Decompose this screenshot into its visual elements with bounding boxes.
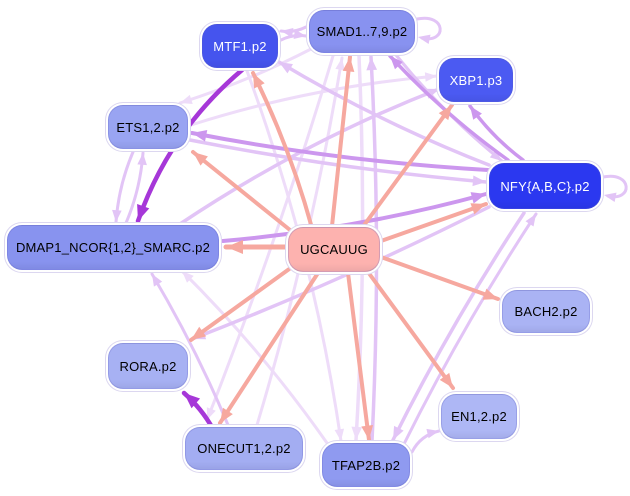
edge-ugcauug-to-onecut-arrowhead	[220, 407, 233, 423]
edge-ugcauug-to-onecut	[218, 271, 320, 425]
node-ugcauug[interactable]: UGCAUUG	[288, 226, 380, 272]
edge-ugcauug-to-mtf1	[251, 71, 314, 230]
edge-smad-to-ets	[178, 47, 313, 105]
edge-onecut-to-smad-arrowhead	[335, 58, 345, 71]
edge-smad-to-tfap2b-arrowhead	[351, 426, 363, 440]
node-ets[interactable]: ETS1,2.p2	[108, 105, 188, 149]
edge-tfap2b-to-nfy-arrowhead	[525, 214, 536, 227]
node-en[interactable]: EN1,2.p2	[441, 393, 517, 439]
node-label: TFAP2B.p2	[331, 457, 401, 473]
edge-smad-to-mtf1-arrowhead	[281, 27, 294, 38]
edge-dmap1-to-xbp1	[178, 87, 441, 226]
node-label: RORA.p2	[119, 358, 177, 374]
edge-dmap1-to-ets-arrowhead	[137, 153, 147, 166]
node-label: MTF1.p2	[213, 38, 267, 54]
edge-tfap2b-to-en-arrowhead	[426, 428, 439, 439]
edge-onecut-to-rora-arrowhead	[184, 393, 201, 409]
edge-nfy-to-tfap2b-arrowhead	[393, 425, 404, 440]
edge-ugcauug-to-bach2	[379, 255, 500, 301]
edge-tfap2b-to-en	[410, 429, 441, 454]
edge-ugcauug-to-xbp1	[360, 103, 454, 230]
edge-tfap2b-to-nfy	[402, 212, 538, 446]
edge-ugcauug-to-en	[366, 270, 455, 390]
edge-nfy-to-smad-arrowhead	[390, 56, 403, 70]
edge-smad-to-ets-arrowhead	[180, 94, 193, 105]
edge-ets-to-nfy-arrowhead	[472, 175, 486, 187]
node-label: DMAP1_NCOR{1,2}_SMARC.p2	[15, 239, 211, 255]
edge-mtf1-to-tfap2b-arrowhead	[334, 428, 345, 441]
edge-smad-to-onecut-arrowhead	[206, 407, 216, 420]
node-tfap2b[interactable]: TFAP2B.p2	[322, 443, 410, 487]
node-rora[interactable]: RORA.p2	[108, 343, 188, 389]
edge-ugcauug-to-bach2-arrowhead	[482, 288, 498, 300]
edge-ets-to-xbp1-arrowhead	[424, 72, 437, 82]
edge-ugcauug-to-en-arrowhead	[439, 372, 453, 388]
edge-nfy-to-ets-arrowhead	[192, 129, 208, 142]
self-loop-nfy-arrowhead	[604, 192, 617, 203]
edge-ugcauug-to-tfap2b-arrowhead	[361, 424, 374, 440]
edge-nfy-to-xbp1-arrowhead	[470, 106, 482, 120]
node-label: NFY{A,B,C}.p2	[500, 178, 590, 194]
edge-nfy-to-tfap2b	[391, 211, 526, 442]
node-label: ONECUT1,2.p2	[197, 440, 291, 456]
edge-ugcauug-to-tfap2b	[346, 271, 371, 442]
edge-onecut-to-dmap1	[150, 272, 230, 427]
self-loop-smad-arrowhead	[418, 34, 431, 45]
edge-dmap1-to-nfy-arrowhead	[470, 192, 486, 204]
edge-mtf1-to-dmap1-arrowhead	[137, 204, 150, 221]
edge-tfap2b-to-smad-arrowhead	[366, 57, 378, 71]
edge-onecut-to-dmap1-arrowhead	[152, 274, 163, 287]
node-label: BACH2.p2	[514, 303, 578, 319]
edge-ugcauug-to-dmap1-arrowhead	[226, 240, 243, 254]
edge-ugcauug-to-mtf1-arrowhead	[253, 73, 265, 89]
edge-ugcauug-to-rora-arrowhead	[191, 326, 207, 340]
edge-ugcauug-to-ets	[191, 150, 292, 232]
node-mtf1[interactable]: MTF1.p2	[202, 24, 278, 68]
edge-ugcauug-to-xbp1-arrowhead	[438, 105, 452, 121]
edge-nfy-to-rora	[190, 205, 491, 341]
node-xbp1[interactable]: XBP1.p3	[439, 58, 513, 102]
edge-tfap2b-to-dmap1	[180, 269, 329, 445]
node-label: UGCAUUG	[300, 241, 368, 257]
edge-dmap1-to-nfy	[221, 192, 488, 243]
edge-ets-to-dmap1-arrowhead	[112, 209, 122, 222]
node-smad[interactable]: SMAD1..7,9.p2	[309, 9, 415, 53]
edge-smad-to-nfy-arrowhead	[489, 149, 502, 161]
node-nfy[interactable]: NFY{A,B,C}.p2	[489, 163, 601, 209]
edge-smad-to-onecut	[205, 54, 335, 422]
edge-tfap2b-to-dmap1-arrowhead	[182, 271, 194, 283]
node-bach2[interactable]: BACH2.p2	[502, 289, 590, 333]
edge-ugcauug-to-nfy-arrowhead	[470, 203, 486, 215]
edge-nfy-to-mtf1	[277, 60, 491, 167]
edge-nfy-to-mtf1-arrowhead	[279, 62, 293, 74]
node-label: XBP1.p3	[449, 72, 503, 88]
edge-ugcauug-to-ets-arrowhead	[193, 152, 208, 166]
node-label: ETS1,2.p2	[116, 119, 180, 135]
edge-ugcauug-to-smad	[330, 55, 352, 228]
edge-ets-to-xbp1	[189, 74, 439, 127]
node-label: SMAD1..7,9.p2	[316, 23, 408, 39]
edge-ugcauug-to-smad-arrowhead	[342, 57, 355, 72]
node-dmap1[interactable]: DMAP1_NCOR{1,2}_SMARC.p2	[7, 224, 219, 270]
node-label: EN1,2.p2	[451, 408, 507, 424]
node-onecut[interactable]: ONECUT1,2.p2	[185, 426, 303, 470]
